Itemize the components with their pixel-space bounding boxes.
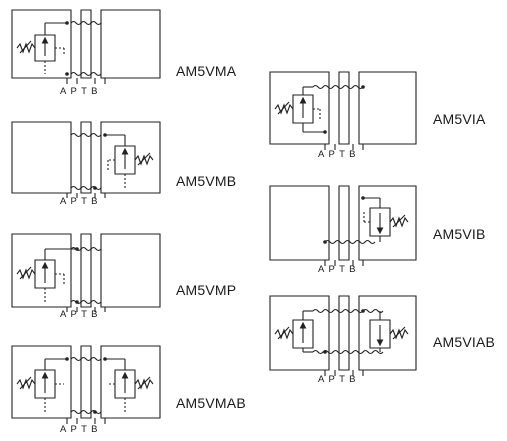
left-block: [270, 72, 329, 144]
schematic-am5vma: [0, 0, 200, 100]
flow-arrowhead-b: [123, 373, 128, 378]
port-labels-am5vmp: APTB: [60, 309, 102, 320]
left-block: [12, 346, 71, 418]
flow-arrowhead-b: [378, 340, 383, 345]
spring-slash: [278, 102, 289, 114]
port-labels-am5vma: APTB: [60, 86, 102, 97]
port-labels-am5vib: APTB: [318, 264, 360, 275]
model-label-am5vma: AM5VMA: [176, 63, 237, 79]
flow-arrowhead-a: [43, 373, 48, 378]
junction-dot: [75, 300, 79, 304]
left-block: [270, 296, 329, 370]
port-labels-am5via: APTB: [318, 149, 360, 160]
spring-slash-a: [20, 377, 31, 389]
spring-slash-a: [278, 327, 289, 339]
right-block: [359, 296, 416, 370]
wavy-line-top: [71, 22, 101, 25]
center-plate: [339, 296, 349, 370]
port-labels-am5viab: APTB: [318, 374, 360, 385]
left-block: [12, 10, 71, 78]
model-label-am5vib: AM5VIB: [433, 226, 486, 242]
right-block: [101, 234, 160, 307]
schematic-am5vmb: [0, 108, 200, 208]
junction-dot: [323, 130, 327, 134]
flow-arrowhead: [43, 263, 48, 268]
model-label-am5via: AM5VIA: [433, 111, 486, 127]
spring-icon-b: [135, 380, 153, 388]
spring-icon: [17, 270, 35, 278]
junction-dot: [65, 72, 69, 76]
left-block: [12, 234, 71, 307]
right-block: [101, 10, 160, 78]
port-labels-am5vmab: APTB: [60, 424, 102, 435]
right-block: [359, 72, 416, 144]
center-plate: [339, 72, 349, 144]
wavy-line-bottom: [71, 73, 101, 76]
junction-dot: [93, 186, 97, 190]
junction-dot: [103, 357, 107, 361]
junction-dot: [323, 350, 327, 354]
flow-arrowhead: [43, 38, 48, 43]
spring-slash-b: [393, 327, 405, 339]
flow-arrowhead-a: [301, 323, 306, 328]
flow-arrowhead: [301, 98, 306, 103]
schematic-am5vmp: [0, 220, 200, 320]
junction-dot: [65, 357, 69, 361]
junction-dot: [103, 133, 107, 137]
center-plate: [81, 122, 91, 193]
spring-icon: [135, 156, 153, 164]
model-label-am5viab: AM5VIAB: [433, 334, 496, 350]
wavy-line-top: [313, 86, 363, 89]
spring-slash: [20, 41, 31, 53]
center-plate: [81, 10, 91, 78]
schematic-am5viab: [258, 286, 428, 386]
spring-icon-b: [390, 330, 408, 338]
junction-dot: [323, 240, 327, 244]
wavy-line-top: [71, 358, 101, 361]
center-plate: [339, 186, 349, 260]
left-block: [270, 186, 329, 260]
junction-dot: [361, 85, 365, 89]
spring-icon: [17, 44, 35, 52]
model-label-am5vmp: AM5VMP: [176, 282, 237, 298]
schematic-am5vib: [258, 176, 428, 276]
model-label-am5vmab: AM5VMAB: [176, 395, 246, 411]
junction-dot: [65, 21, 69, 25]
junction-dot: [93, 410, 97, 414]
spring-slash: [138, 153, 150, 165]
spring-icon-a: [275, 330, 293, 338]
center-plate: [81, 234, 91, 307]
wavy-line-top: [313, 310, 383, 313]
wavy-line-top: [71, 134, 101, 137]
junction-dot: [361, 309, 365, 313]
wavy-line-bottom: [325, 241, 375, 244]
center-plate: [81, 346, 91, 418]
spring-slash-b: [138, 377, 150, 389]
spring-icon-a: [17, 380, 35, 388]
spring-icon: [390, 218, 408, 226]
port-labels-am5vmb: APTB: [60, 196, 102, 207]
schematic-am5vmab: [0, 332, 200, 432]
left-block: [12, 122, 71, 193]
spring-slash: [20, 267, 31, 279]
flow-arrowhead: [378, 228, 383, 233]
right-block: [359, 186, 416, 260]
right-block: [101, 122, 160, 193]
model-label-am5vmb: AM5VMB: [176, 173, 237, 189]
schematic-am5via: [258, 62, 428, 162]
right-block: [101, 346, 160, 418]
spring-slash: [393, 215, 405, 227]
junction-dot: [75, 247, 79, 251]
flow-arrowhead: [123, 149, 128, 154]
junction-dot: [361, 196, 365, 200]
spring-icon: [275, 105, 293, 113]
